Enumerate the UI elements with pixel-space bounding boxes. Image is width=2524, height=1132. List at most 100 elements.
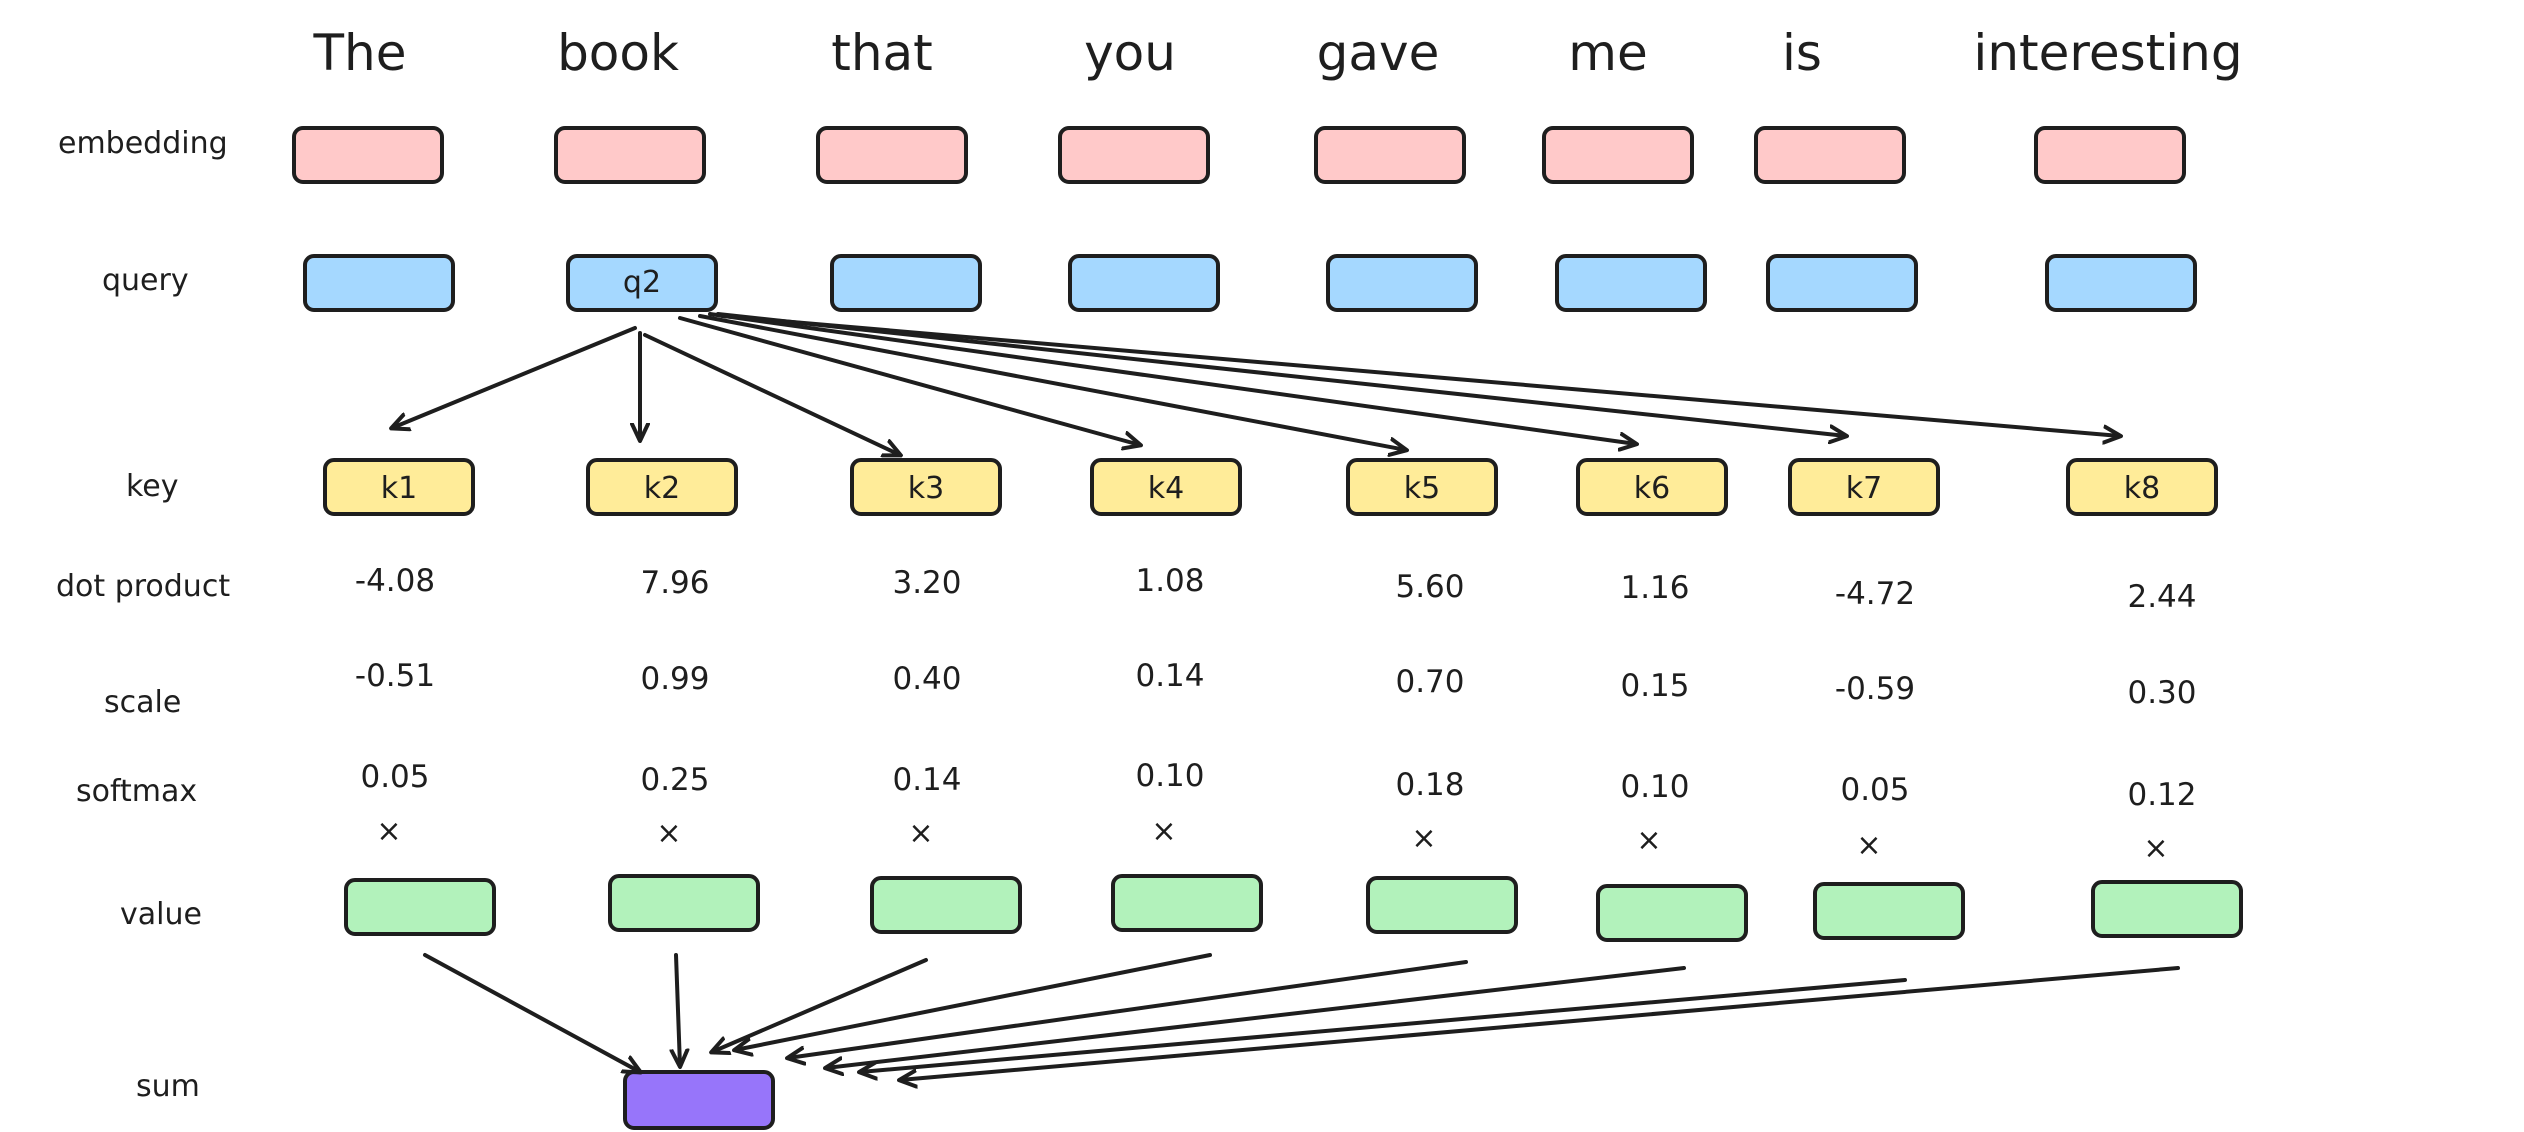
- query-box-3: [830, 254, 982, 312]
- sum-box: [623, 1070, 775, 1130]
- key-label-1: k1: [381, 471, 417, 506]
- key-label-6: k6: [1634, 471, 1670, 506]
- embedding-box-8: [2034, 126, 2186, 184]
- dot-product-5: 5.60: [1395, 569, 1464, 605]
- word-0: The: [313, 24, 407, 82]
- dot-product-1: -4.08: [355, 563, 435, 599]
- query-box-4: [1068, 254, 1220, 312]
- query-to-key-arrow-7: [716, 312, 1846, 436]
- embedding-box-6: [1542, 126, 1694, 184]
- dot-product-3: 3.20: [892, 565, 961, 601]
- value-to-sum-arrow-4: [735, 953, 1212, 1050]
- value-box-1: [344, 878, 496, 936]
- key-box-7: [1788, 458, 1940, 516]
- softmax-3: 0.14: [892, 762, 961, 798]
- query-to-key-arrow-3: [643, 333, 900, 455]
- query-box-8: [2045, 254, 2197, 312]
- query-to-key-arrow-1: [392, 326, 637, 428]
- dot-product-2: 7.96: [640, 565, 709, 601]
- scale-2: 0.99: [640, 661, 709, 697]
- key-box-2: [586, 458, 738, 516]
- value-to-sum-arrow-5: [788, 960, 1468, 1058]
- value-box-3: [870, 876, 1022, 934]
- query-to-key-arrow-5: [698, 314, 1406, 450]
- scale-1: -0.51: [355, 658, 435, 694]
- value-box-8: [2091, 880, 2243, 938]
- value-box-7: [1813, 882, 1965, 940]
- value-to-sum-arrow-1: [423, 953, 640, 1072]
- scale-4: 0.14: [1135, 658, 1204, 694]
- multiply-sign-7: ×: [1856, 828, 1881, 863]
- key-label-5: k5: [1404, 471, 1440, 506]
- query-box-2: [566, 254, 718, 312]
- word-5: me: [1568, 24, 1647, 82]
- query-box-6: [1555, 254, 1707, 312]
- embedding-box-4: [1058, 126, 1210, 184]
- row-label-dot-product: dot product: [56, 569, 230, 604]
- key-box-8: [2066, 458, 2218, 516]
- softmax-1: 0.05: [360, 759, 429, 795]
- multiply-sign-6: ×: [1636, 823, 1661, 858]
- word-4: gave: [1317, 24, 1440, 82]
- dot-product-4: 1.08: [1135, 563, 1204, 599]
- softmax-5: 0.18: [1395, 767, 1464, 803]
- key-box-6: [1576, 458, 1728, 516]
- key-box-3: [850, 458, 1002, 516]
- multiply-sign-5: ×: [1411, 821, 1436, 856]
- query-box-7: [1766, 254, 1918, 312]
- embedding-box-7: [1754, 126, 1906, 184]
- softmax-6: 0.10: [1620, 769, 1689, 805]
- softmax-2: 0.25: [640, 762, 709, 798]
- softmax-4: 0.10: [1135, 758, 1204, 794]
- multiply-sign-1: ×: [376, 814, 401, 849]
- key-box-5: [1346, 458, 1498, 516]
- query-label-q2: q2: [623, 265, 661, 300]
- row-label-softmax: softmax: [76, 774, 197, 809]
- query-to-key-arrow-6: [708, 312, 1636, 444]
- value-to-sum-arrow-2: [676, 953, 680, 1066]
- value-box-5: [1366, 876, 1518, 934]
- value-box-4: [1111, 874, 1263, 932]
- value-to-sum-arrow-3: [712, 958, 928, 1052]
- multiply-sign-4: ×: [1151, 814, 1176, 849]
- query-box-1: [303, 254, 455, 312]
- row-label-sum: sum: [136, 1069, 200, 1104]
- row-label-value: value: [120, 897, 202, 932]
- word-7: interesting: [1973, 24, 2242, 82]
- word-6: is: [1782, 24, 1822, 82]
- key-label-2: k2: [644, 471, 680, 506]
- multiply-sign-8: ×: [2143, 831, 2168, 866]
- key-label-8: k8: [2124, 471, 2160, 506]
- embedding-box-2: [554, 126, 706, 184]
- word-3: you: [1084, 24, 1176, 82]
- key-label-3: k3: [908, 471, 944, 506]
- key-label-4: k4: [1148, 471, 1184, 506]
- softmax-7: 0.05: [1840, 772, 1909, 808]
- embedding-box-3: [816, 126, 968, 184]
- scale-8: 0.30: [2127, 675, 2196, 711]
- multiply-sign-3: ×: [908, 816, 933, 851]
- word-1: book: [557, 24, 679, 82]
- dot-product-8: 2.44: [2127, 579, 2196, 615]
- dot-product-6: 1.16: [1620, 570, 1689, 606]
- dot-product-7: -4.72: [1835, 576, 1915, 612]
- value-to-sum-arrow-8: [900, 966, 2180, 1080]
- word-2: that: [831, 24, 933, 82]
- key-box-1: [323, 458, 475, 516]
- scale-5: 0.70: [1395, 664, 1464, 700]
- value-to-sum-arrow-7: [860, 978, 1907, 1072]
- row-label-key: key: [126, 469, 179, 504]
- value-box-2: [608, 874, 760, 932]
- key-box-4: [1090, 458, 1242, 516]
- scale-6: 0.15: [1620, 668, 1689, 704]
- query-to-key-arrow-8: [720, 314, 2120, 436]
- row-label-scale: scale: [104, 685, 181, 720]
- value-box-6: [1596, 884, 1748, 942]
- softmax-8: 0.12: [2127, 777, 2196, 813]
- value-to-sum-arrow-6: [826, 966, 1686, 1068]
- query-to-key-arrow-4: [678, 316, 1140, 445]
- row-label-query: query: [102, 263, 189, 298]
- scale-7: -0.59: [1835, 671, 1915, 707]
- embedding-box-5: [1314, 126, 1466, 184]
